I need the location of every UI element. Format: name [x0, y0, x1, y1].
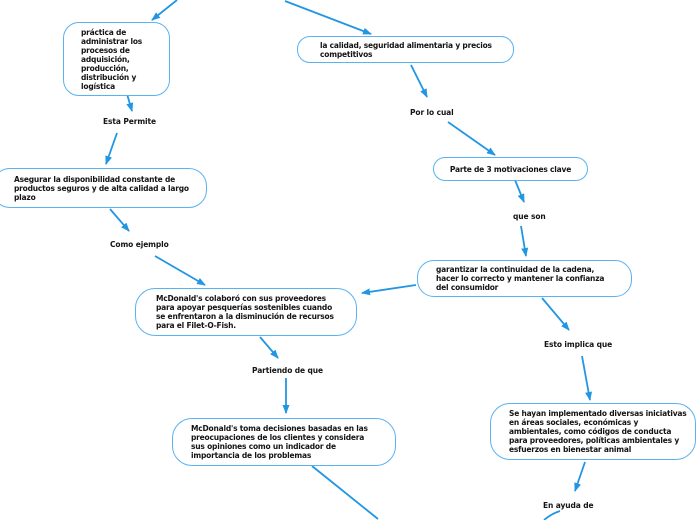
edge-esta-permite-to-asegurar [105, 132, 118, 165]
edge-practica-to-esta-permite [126, 93, 134, 112]
edge-que-son-to-garantizar [520, 225, 529, 257]
node-calidad-text: la calidad, seguridad alimentaria y prec… [320, 40, 492, 59]
edge-top-to-practica [151, 0, 178, 21]
edge-calidad-to-por-lo-cual [410, 64, 428, 98]
node-motivaciones-text: Parte de 3 motivaciones clave [449, 164, 572, 174]
edge-asegurar-to-como-ejemplo [109, 208, 130, 232]
edge-mcdonalds-decisiones-to-offscreen [311, 465, 379, 520]
edge-esto-implica-to-iniciativas [581, 355, 593, 401]
edge-motivaciones-to-que-son [514, 179, 525, 203]
node-mcdonalds-colaboro[interactable]: McDonald's colaboró con sus proveedores … [135, 288, 357, 336]
edge-label-partiendo-de-que[interactable]: Partiendo de que [252, 366, 324, 375]
edge-top-to-calidad [284, 0, 372, 35]
edge-label-por-lo-cual[interactable]: Por lo cual [410, 108, 454, 117]
edge-por-lo-cual-to-motivaciones [447, 121, 496, 156]
node-motivaciones[interactable]: Parte de 3 motivaciones clave [433, 157, 588, 181]
node-asegurar-text: Asegurar la disponibilidad constante de … [14, 174, 189, 202]
edge-garantizar-to-mcdonalds-colaboro [361, 284, 417, 296]
edge-en-ayuda-de-to-offscreen [543, 510, 561, 520]
node-mcdonalds-colaboro-text: McDonald's colaboró con sus proveedores … [156, 294, 334, 330]
edge-como-ejemplo-to-mcdonalds-colaboro [154, 255, 206, 286]
edge-garantizar-to-esto-implica [541, 297, 570, 331]
edge-label-que-son[interactable]: que son [513, 212, 546, 221]
edge-mcdonalds-colaboro-to-partiendo [259, 336, 279, 359]
node-practica[interactable]: práctica de administrar los procesos de … [63, 22, 170, 96]
node-garantizar-text: garantizar la continuidad de la cadena, … [436, 265, 605, 292]
node-iniciativas-text: Se hayan implementado diversas iniciativ… [509, 409, 687, 454]
node-garantizar[interactable]: garantizar la continuidad de la cadena, … [417, 260, 632, 297]
edge-iniciativas-to-en-ayuda-de [574, 461, 586, 492]
node-iniciativas[interactable]: Se hayan implementado diversas iniciativ… [490, 403, 696, 460]
edge-label-como-ejemplo[interactable]: Como ejemplo [110, 240, 169, 249]
edge-label-en-ayuda-de[interactable]: En ayuda de [543, 501, 594, 510]
node-asegurar[interactable]: Asegurar la disponibilidad constante de … [0, 168, 207, 208]
edge-label-esto-implica-que[interactable]: Esto implica que [544, 340, 613, 349]
node-calidad[interactable]: la calidad, seguridad alimentaria y prec… [297, 36, 514, 63]
node-practica-text: práctica de administrar los procesos de … [81, 27, 143, 91]
node-mcdonalds-decisiones[interactable]: McDonald's toma decisiones basadas en la… [172, 418, 396, 466]
node-mcdonalds-decisiones-text: McDonald's toma decisiones basadas en la… [191, 424, 368, 460]
edge-label-esta-permite[interactable]: Esta Permite [103, 117, 156, 126]
